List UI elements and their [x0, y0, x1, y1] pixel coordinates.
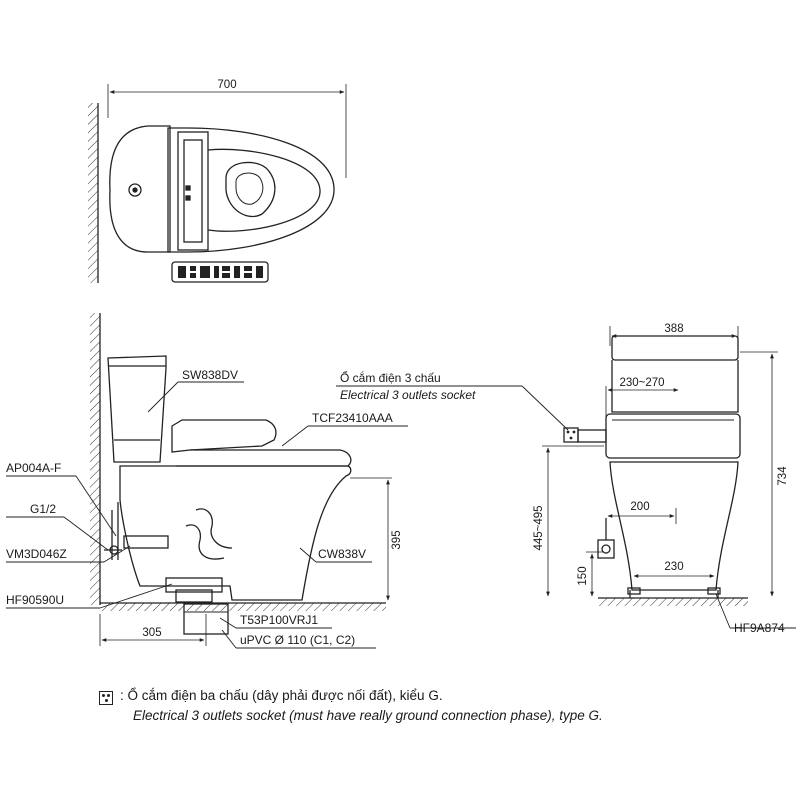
side-offset-dim: 305 — [142, 627, 161, 639]
supply-label: G1/2 — [30, 502, 56, 516]
tank-label: SW838DV — [182, 368, 238, 382]
pipe-label: uPVC Ø 110 (C1, C2) — [240, 633, 355, 647]
flange-label: HF90590U — [6, 593, 64, 607]
side-view — [6, 313, 408, 649]
socket-icon — [566, 430, 576, 440]
socket-range-dim: 230~270 — [619, 377, 664, 389]
front-height-dim: 734 — [777, 466, 789, 486]
seat-label: TCF23410AAA — [312, 411, 393, 425]
base-width-dim: 230 — [664, 561, 683, 573]
front-view — [336, 326, 796, 629]
supply-width-dim: 200 — [630, 501, 649, 513]
front-width-dim: 388 — [664, 323, 683, 335]
supply-height-dim: 150 — [577, 566, 589, 585]
outlet-label: T53P100VRJ1 — [240, 613, 318, 627]
bowl-label: CW838V — [318, 547, 366, 561]
socket-label-vi: Ổ cắm điện 3 chấu — [340, 370, 441, 385]
footnote-en: Electrical 3 outlets socket (must have r… — [133, 708, 603, 723]
side-height-dim: 395 — [391, 530, 403, 549]
flush-valve-label: AP004A-F — [6, 461, 61, 475]
seat-height-dim: 445~495 — [533, 505, 545, 550]
footnote-vi: : Ổ cắm điện ba chấu (dây phải được nối … — [120, 688, 443, 703]
anchor-label: HF9A874 — [734, 621, 785, 635]
top-width-dim: 700 — [217, 79, 236, 91]
socket-label-en: Electrical 3 outlets socket — [340, 388, 476, 402]
top-view — [88, 84, 347, 283]
outlet-socket-icon — [99, 691, 113, 705]
stop-valve-label: VM3D046Z — [6, 547, 67, 561]
